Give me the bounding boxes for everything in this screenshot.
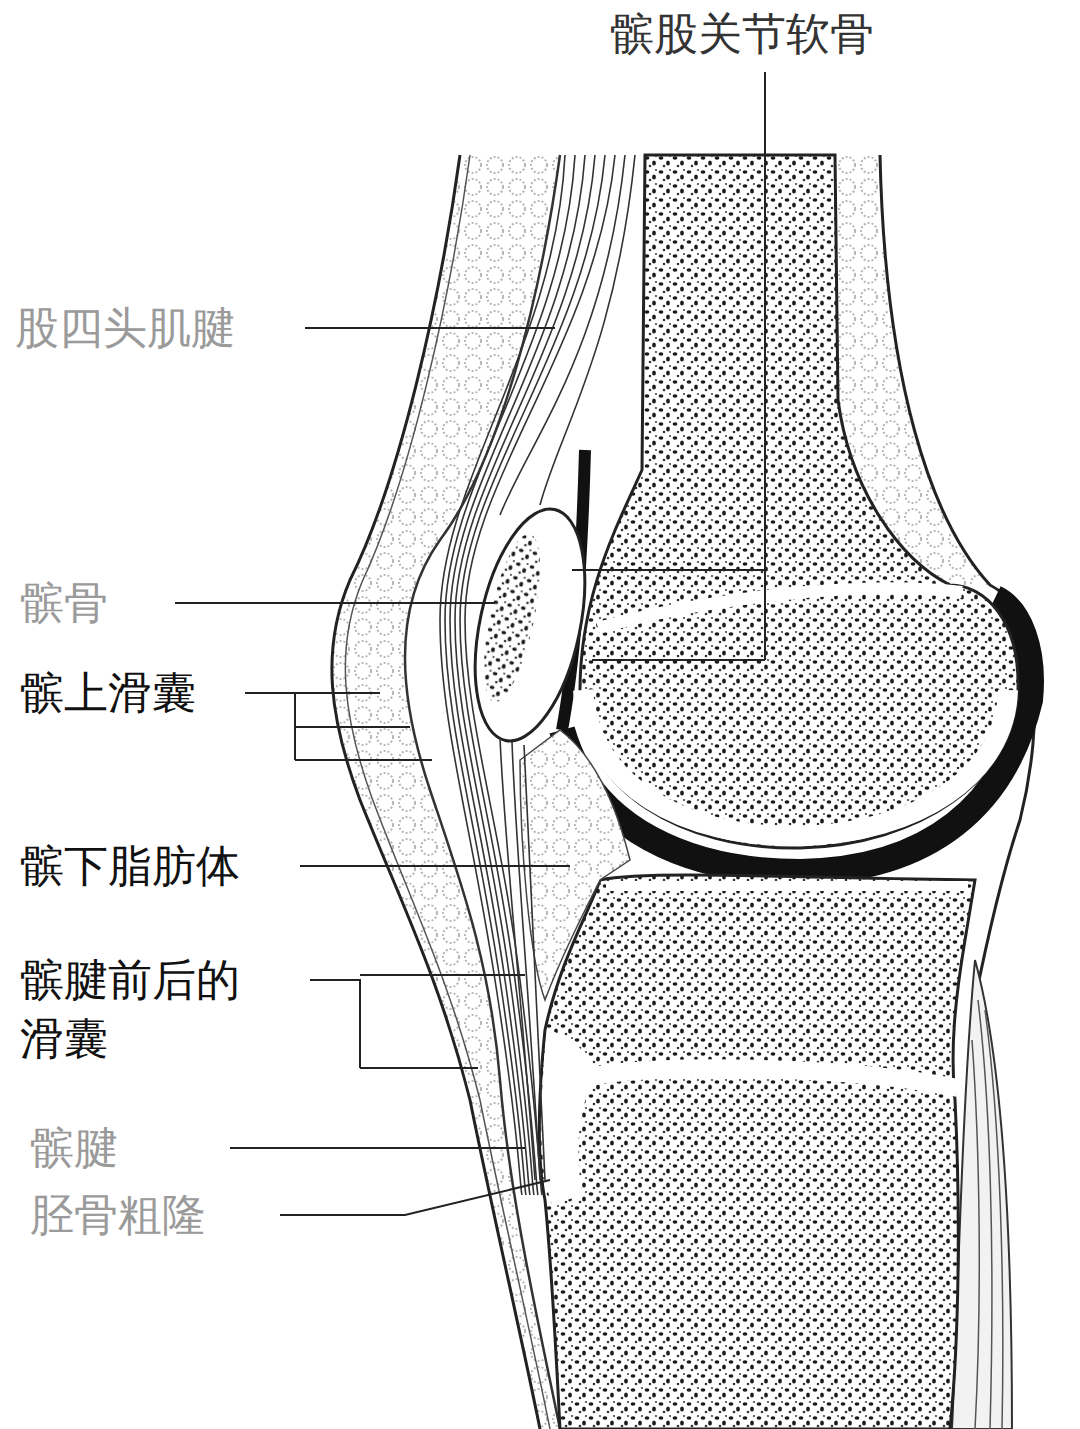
patella-bone xyxy=(473,529,552,706)
leader-lines xyxy=(175,72,765,1215)
part-label: 髌骨 xyxy=(20,573,160,632)
skin-line-inner xyxy=(345,155,550,1429)
tibial-growth-plate xyxy=(585,1068,958,1088)
tibial-tuberosity xyxy=(541,1030,600,1205)
part-label: 髌股关节软骨 xyxy=(610,4,910,63)
part-label: 髌下脂肪体 xyxy=(20,836,290,895)
tibia xyxy=(539,875,975,1429)
femur xyxy=(580,155,1018,848)
femoral-cartilage xyxy=(583,690,1008,836)
part-label: 髌腱前后的 滑囊 xyxy=(20,950,252,1069)
tendon-fibres xyxy=(440,155,635,1195)
part-label: 髌上滑囊 xyxy=(20,663,235,722)
part-label: 胫骨粗隆 xyxy=(30,1185,270,1244)
calf-muscle xyxy=(952,960,1012,1429)
anterior-fat xyxy=(332,155,560,1429)
part-label: 髌腱 xyxy=(30,1118,220,1177)
tibial-cartilage xyxy=(606,881,968,891)
femoral-growth-plate xyxy=(598,588,962,628)
muscle-fiber xyxy=(972,1000,1003,1429)
part-label: 股四头肌腱 xyxy=(15,298,275,357)
